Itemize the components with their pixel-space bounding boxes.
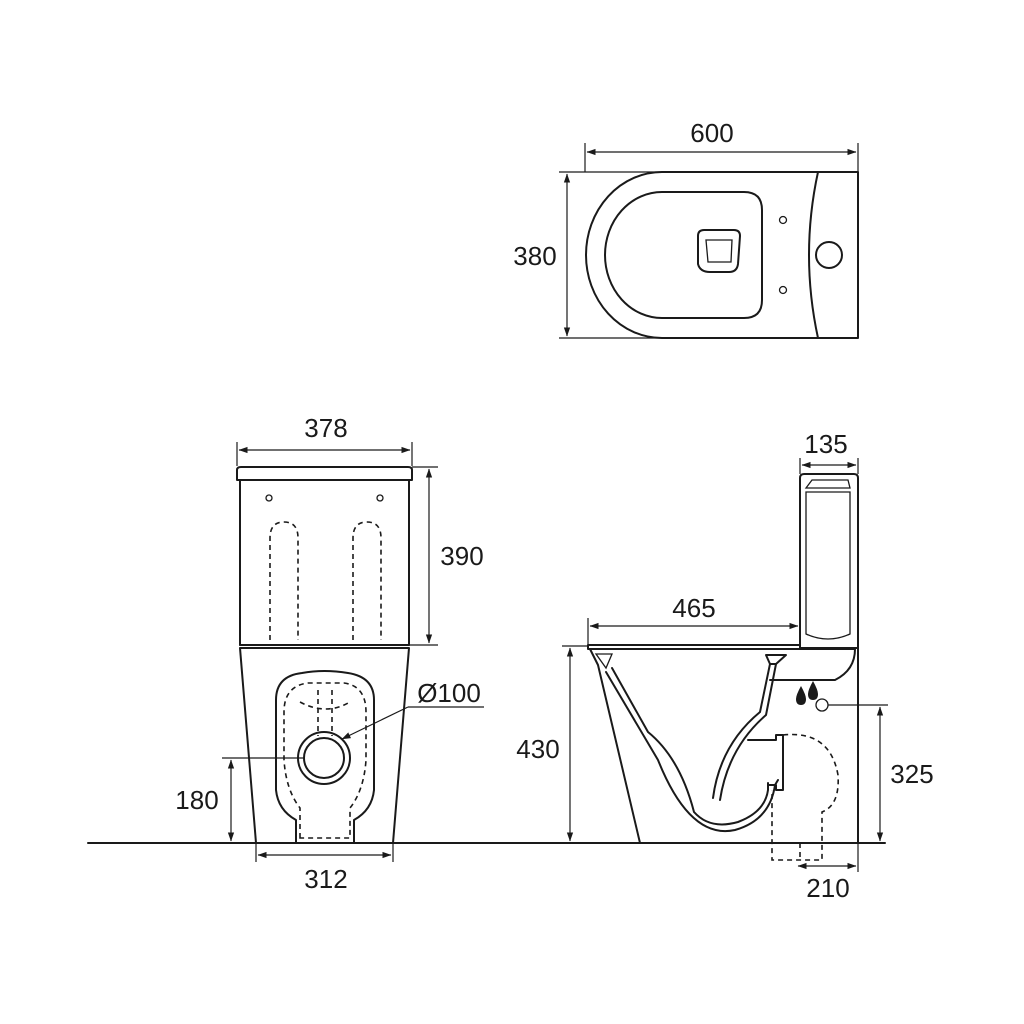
dim-label-outlet-height: 180 (175, 785, 218, 815)
dim-label-front-width: 378 (304, 413, 347, 443)
front-view-channel-left (269, 521, 299, 640)
top-view-hinge-hole-lower (778, 285, 788, 295)
side-view-trapway (605, 671, 779, 833)
side-view-tank (799, 473, 859, 649)
top-view-seat-opening (604, 191, 763, 319)
dim-label-tank-depth: 135 (804, 429, 847, 459)
top-view-drain-inner (705, 239, 733, 263)
dim-label-tank-height: 390 (440, 541, 483, 571)
dim-leader-100 (341, 706, 409, 740)
top-view-drain (697, 229, 741, 273)
front-view-outlet-outer (297, 731, 351, 785)
dim-label-base-width: 312 (304, 864, 347, 894)
top-view: 600 380 (513, 118, 859, 339)
side-view: 135 465 430 325 210 (516, 429, 933, 903)
side-view-connector (771, 733, 839, 861)
dim-label-outlet-diameter: Ø100 (417, 678, 481, 708)
dim-label-top-depth: 380 (513, 241, 556, 271)
dim-label-inlet-height: 325 (890, 759, 933, 789)
top-view-hinge-hole-upper (778, 215, 788, 225)
top-view-flush-button (815, 241, 843, 269)
dim-label-outlet-offset: 210 (806, 873, 849, 903)
side-view-spigot (747, 734, 784, 791)
water-drops-icon (796, 681, 818, 705)
dim-label-top-width: 600 (690, 118, 733, 148)
top-view-tank-edge (808, 171, 819, 339)
front-view: 378 390 Ø100 180 312 (175, 413, 484, 894)
front-view-tank (239, 479, 410, 646)
dim-label-seat-depth: 465 (672, 593, 715, 623)
top-view-outline (585, 171, 859, 339)
front-view-tank-lid (236, 466, 413, 481)
side-view-water-inlet (815, 698, 829, 712)
front-view-trap (275, 670, 375, 844)
side-view-bowl-outer (589, 648, 641, 844)
front-view-trap-dashed (283, 682, 367, 839)
dim-label-bowl-height: 430 (516, 734, 559, 764)
front-view-bowl (239, 647, 410, 844)
front-view-outlet-inner (303, 737, 345, 779)
front-view-channel-right (352, 521, 382, 640)
